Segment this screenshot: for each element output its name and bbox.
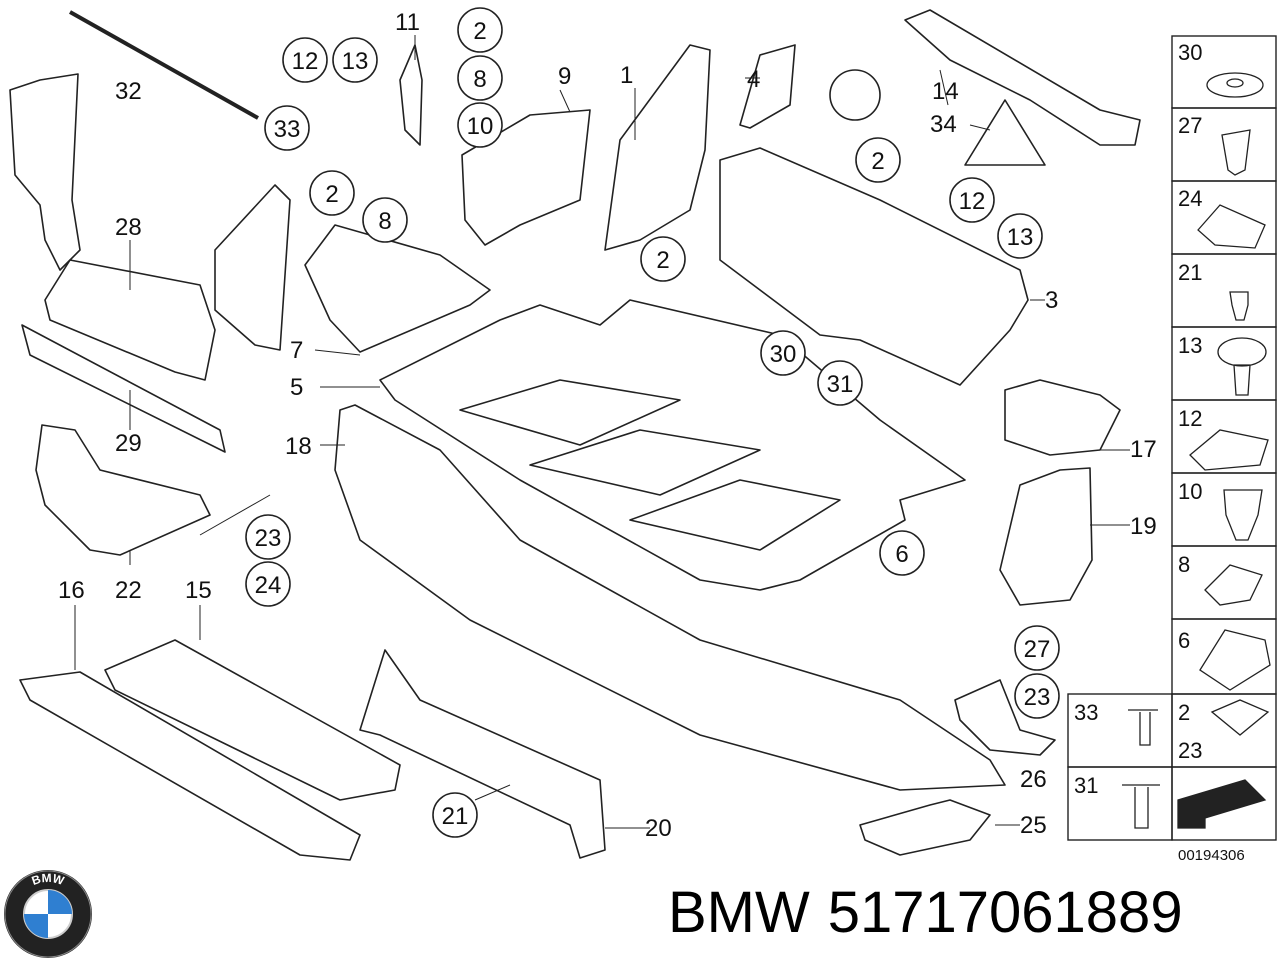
brand-name: BMW [668, 880, 810, 945]
callout-4: 4 [747, 66, 760, 93]
warning-label-icon [964, 99, 1046, 166]
callout-33: 33 [274, 116, 301, 143]
legend-label: 23 [1178, 738, 1202, 763]
callout-32: 32 [115, 78, 142, 105]
part-cover-4 [739, 44, 796, 129]
callout-2: 2 [473, 18, 486, 45]
part-radiator-duct [719, 147, 1029, 386]
legend-label: 31 [1074, 773, 1098, 798]
legend-label: 2 [1178, 700, 1190, 725]
callout-24: 24 [255, 572, 282, 599]
legend-label: 10 [1178, 479, 1202, 504]
part-clip-icon [829, 69, 881, 121]
svg-text:BMW: BMW [30, 871, 67, 888]
callout-5: 5 [290, 374, 303, 401]
callout-30: 30 [770, 341, 797, 368]
callout-27: 27 [1024, 636, 1051, 663]
part-clip-11 [399, 44, 423, 146]
callout-20: 20 [645, 815, 672, 842]
callout-12: 12 [959, 188, 986, 215]
part-left-air-duct-base [44, 259, 216, 381]
callout-3: 3 [1045, 287, 1058, 314]
part-underbody-insert-c [629, 479, 841, 551]
part-front-panel [104, 639, 401, 801]
callout-6: 6 [895, 541, 908, 568]
callout-19: 19 [1130, 513, 1157, 540]
callout-17: 17 [1130, 436, 1157, 463]
callout-1: 1 [620, 62, 633, 89]
callout-13: 13 [1007, 224, 1034, 251]
callout-18: 18 [285, 433, 312, 460]
callout-8: 8 [378, 208, 391, 235]
callout-10: 10 [467, 113, 494, 140]
callout-16: 16 [58, 577, 85, 604]
part-left-bracket [35, 424, 211, 556]
callout-2: 2 [325, 181, 338, 208]
callout-11: 11 [395, 9, 420, 36]
callout-2: 2 [656, 247, 669, 274]
callout-8: 8 [473, 66, 486, 93]
callout-23: 23 [255, 525, 282, 552]
callout-21: 21 [442, 803, 469, 830]
part-rod [69, 10, 259, 120]
part-number: 51717061889 [827, 880, 1183, 945]
callout-26: 26 [1020, 766, 1047, 793]
part-left-grille [214, 184, 291, 351]
bmw-logo-icon: BMW [4, 870, 92, 958]
part-underbody-insert-b [529, 429, 761, 496]
callout-29: 29 [115, 430, 142, 457]
callout-7: 7 [290, 337, 303, 364]
legend-label: 33 [1074, 700, 1098, 725]
legend-label: 13 [1178, 333, 1202, 358]
part-cover-14 [904, 9, 1141, 146]
part-left-air-duct [9, 73, 81, 271]
part-lower-trim [304, 224, 491, 353]
callout-22: 22 [115, 577, 142, 604]
callout-28: 28 [115, 214, 142, 241]
reference-number: 00194306 [1178, 847, 1245, 864]
callout-25: 25 [1020, 812, 1047, 839]
legend-label: 6 [1178, 628, 1190, 653]
legend-label: 21 [1178, 260, 1202, 285]
legend-label: 27 [1178, 113, 1202, 138]
legend-label: 30 [1178, 40, 1202, 65]
part-bumper-trim [334, 404, 1006, 791]
part-bracket-19 [999, 467, 1093, 606]
callout-13: 13 [342, 48, 369, 75]
callout-14: 14 [932, 78, 959, 105]
part-bracket-26 [954, 679, 1056, 756]
legend-label: 12 [1178, 406, 1202, 431]
part-bracket-17 [1004, 379, 1121, 456]
callout-34: 34 [930, 111, 957, 138]
part-underbody-shield [379, 299, 966, 591]
part-strip [21, 324, 226, 453]
part-front-panel-left [19, 671, 361, 861]
callout-15: 15 [185, 577, 212, 604]
callout-2: 2 [871, 148, 884, 175]
callout-12: 12 [292, 48, 319, 75]
part-air-duct-1 [604, 44, 711, 251]
legend-label: 24 [1178, 186, 1202, 211]
callout-9: 9 [558, 63, 571, 90]
brand-part-number: BMW 51717061889 [668, 878, 1201, 948]
callout-23: 23 [1024, 684, 1051, 711]
part-underbody-insert-a [459, 379, 681, 446]
legend-label: 8 [1178, 552, 1190, 577]
part-cover-25 [859, 799, 991, 856]
part-bracket-9 [461, 109, 591, 246]
callout-31: 31 [827, 371, 854, 398]
part-spoiler [359, 649, 606, 859]
logo-text: BMW [30, 871, 67, 888]
